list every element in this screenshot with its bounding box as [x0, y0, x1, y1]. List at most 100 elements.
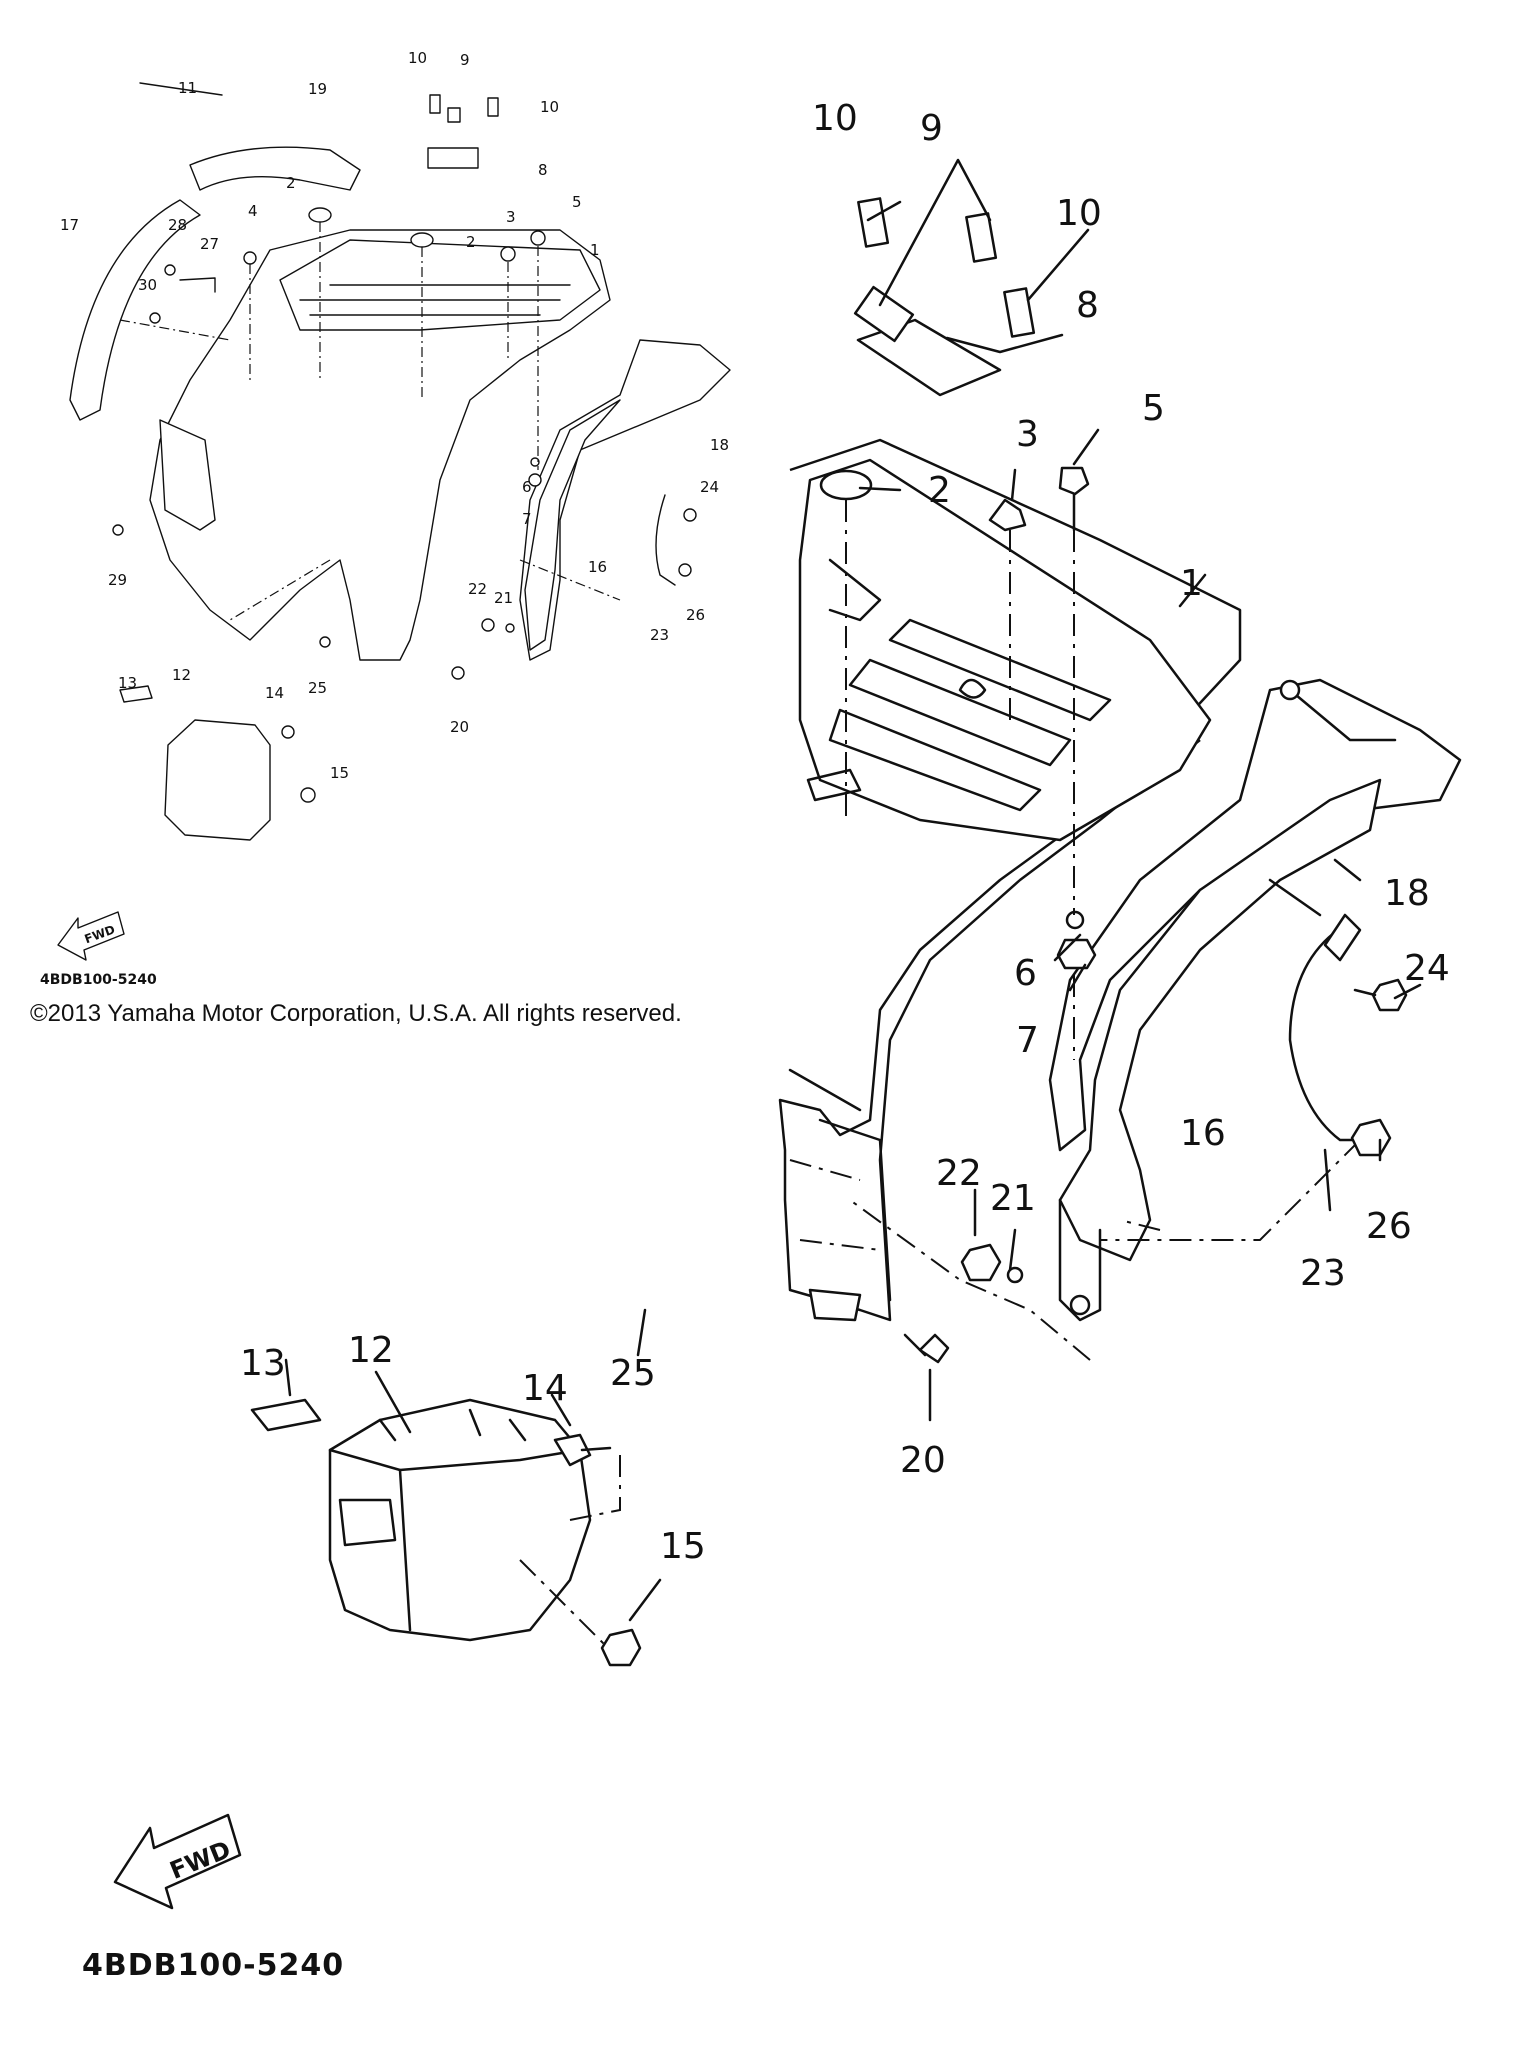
detail-callout-14: 14 [522, 1368, 568, 1409]
overview-part-8 [427, 147, 479, 169]
detail-part-20 [918, 1333, 950, 1364]
overview-mudguard-17 [69, 199, 201, 421]
detail-callout-7: 7 [1016, 1020, 1039, 1061]
overview-callout-8: 8 [538, 161, 548, 179]
overview-part-2a [308, 207, 332, 223]
detail-callout-2: 2 [928, 470, 951, 511]
overview-callout-22: 22 [468, 580, 487, 598]
overview-callout-30: 30 [138, 276, 157, 294]
overview-part-24 [683, 508, 697, 522]
overview-callout-23: 23 [650, 626, 669, 644]
overview-part-29 [112, 524, 124, 536]
overview-callout-10a: 10 [408, 49, 427, 67]
overview-callout-17: 17 [60, 216, 79, 234]
detail-callout-23: 23 [1300, 1253, 1346, 1294]
overview-part-10a [429, 94, 441, 114]
overview-callout-12: 12 [172, 666, 191, 684]
overview-part-11 [139, 82, 223, 96]
detail-callout-13: 13 [240, 1343, 286, 1384]
detail-callout-12: 12 [348, 1330, 394, 1371]
detail-callout-21: 21 [990, 1178, 1036, 1219]
overview-callout-28: 28 [168, 216, 187, 234]
detail-part-3 [988, 498, 1027, 532]
detail-callout-20: 20 [900, 1440, 946, 1481]
overview-callout-11: 11 [178, 79, 197, 97]
overview-callout-2a: 2 [286, 174, 296, 192]
detail-rack [798, 458, 1212, 842]
detail-callout-9: 9 [920, 108, 943, 149]
overview-part-14 [281, 725, 295, 739]
overview-callout-2b: 2 [466, 233, 476, 251]
overview-part-3 [500, 246, 516, 262]
overview-callout-18: 18 [710, 436, 729, 454]
detail-callout-22: 22 [936, 1153, 982, 1194]
detail-callout-8: 8 [1076, 285, 1099, 326]
detail-callout-15: 15 [660, 1526, 706, 1567]
overview-callout-24: 24 [700, 478, 719, 496]
overview-fwd-arrow: FWD [57, 911, 125, 961]
overview-part-30 [149, 312, 161, 324]
detail-part-2 [819, 469, 873, 501]
detail-callout-24: 24 [1404, 948, 1450, 989]
overview-part-15 [300, 787, 316, 803]
detail-callout-10a: 10 [812, 98, 858, 139]
copyright-notice: ©2013 Yamaha Motor Corporation, U.S.A. A… [30, 1000, 682, 1027]
detail-mudguard-16 [1058, 778, 1382, 1262]
detail-part-5 [1058, 466, 1090, 496]
overview-callout-7: 7 [522, 510, 532, 528]
overview-callout-21: 21 [494, 589, 513, 607]
detail-fender-tab [808, 1288, 862, 1322]
overview-part-2b [410, 232, 434, 248]
overview-part-6 [530, 457, 540, 467]
overview-part-22 [481, 618, 495, 632]
detail-part-13 [250, 1398, 322, 1432]
overview-callout-14: 14 [265, 684, 284, 702]
overview-part-13 [119, 685, 153, 703]
overview-callout-26: 26 [686, 606, 705, 624]
detail-callout-16: 16 [1180, 1113, 1226, 1154]
detail-part-10b [1003, 287, 1036, 338]
overview-callout-20: 20 [450, 718, 469, 736]
detail-part-9b [853, 285, 915, 343]
detail-callout-1: 1 [1180, 563, 1203, 604]
overview-callout-13: 13 [118, 674, 137, 692]
overview-part-4 [243, 251, 257, 265]
detail-callout-26: 26 [1366, 1206, 1412, 1247]
overview-part-20 [451, 666, 465, 680]
detail-battery-box [328, 1398, 592, 1642]
detail-part-22 [960, 1243, 1002, 1282]
detail-callout-3: 3 [1016, 414, 1039, 455]
detail-callout-6: 6 [1014, 953, 1037, 994]
overview-part-27 [179, 277, 216, 293]
overview-callout-29: 29 [108, 571, 127, 589]
overview-callout-15: 15 [330, 764, 349, 782]
overview-drawing: FWD 11 19 10 9 10 8 2 2 3 5 4 1 17 28 27… [57, 49, 731, 961]
detail-part-9a [965, 212, 998, 263]
overview-callout-25: 25 [308, 679, 327, 697]
detail-part-15 [600, 1628, 642, 1667]
overview-part-26 [678, 563, 692, 577]
overview-callout-1: 1 [590, 241, 600, 259]
overview-part-21 [505, 623, 515, 633]
overview-mudguard-16 [524, 399, 621, 651]
detail-callout-25: 25 [610, 1353, 656, 1394]
diagram-code-small: 4BDB100-5240 [40, 972, 157, 988]
overview-callout-3: 3 [506, 208, 516, 226]
overview-part-28 [164, 264, 176, 276]
overview-mudguard-19 [189, 146, 361, 191]
overview-rear-fender [149, 229, 611, 661]
detail-part-21 [1006, 1266, 1024, 1284]
diagram-code-large: 4BDB100-5240 [82, 1948, 345, 1983]
overview-callout-10b: 10 [540, 98, 559, 116]
detail-drawing: FWD 10 9 10 8 3 5 2 1 18 6 7 24 16 22 21… [113, 98, 1462, 1910]
overview-battery-box [164, 719, 271, 841]
overview-callout-6: 6 [522, 478, 532, 496]
overview-flap-left [159, 419, 216, 531]
detail-part-10a [857, 197, 890, 248]
overview-callout-4: 4 [248, 202, 258, 220]
detail-callout-18: 18 [1384, 873, 1430, 914]
overview-callout-16: 16 [588, 558, 607, 576]
overview-callout-19: 19 [308, 80, 327, 98]
overview-part-9 [447, 107, 461, 123]
